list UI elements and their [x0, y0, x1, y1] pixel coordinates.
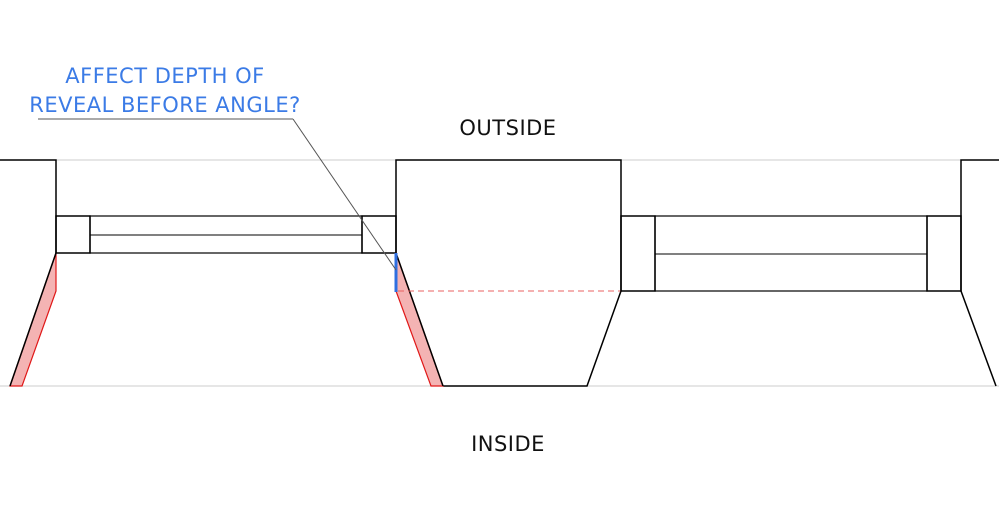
left-window-jamb-left [55, 215, 91, 254]
left-window-jamb-right [361, 215, 397, 254]
left-reveal-edge [9, 252, 57, 387]
central-reveal-edge [395, 252, 444, 387]
annotation-line-2: REVEAL BEFORE ANGLE? [29, 93, 301, 117]
right-window-jamb-right [926, 215, 962, 292]
outside-label: OUTSIDE [459, 116, 556, 140]
left-wall-outline [0, 159, 57, 253]
right-wall-outline [960, 159, 999, 387]
right-window-jamb-left [620, 215, 656, 292]
inside-label: INSIDE [471, 432, 545, 456]
annotation-line-1: AFFECT DEPTH OF [65, 64, 264, 88]
annotation-leader [292, 118, 397, 271]
